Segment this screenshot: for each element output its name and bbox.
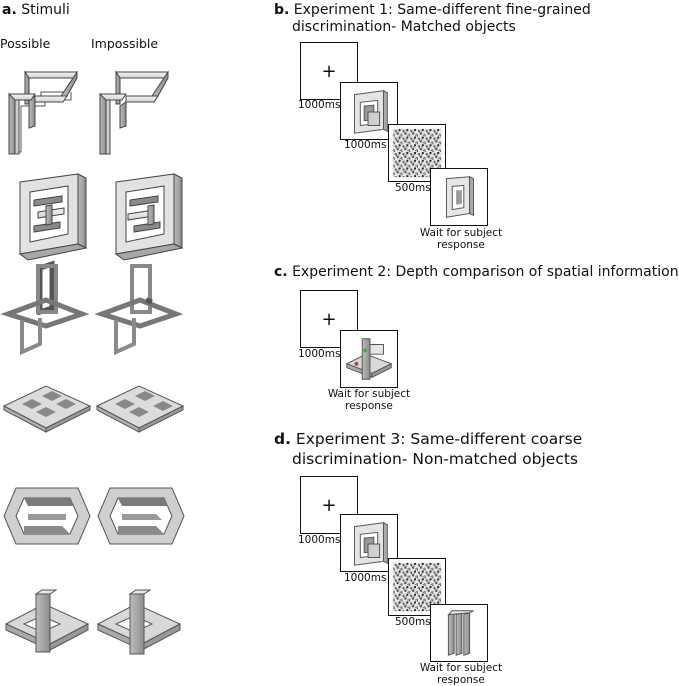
stimulus-possible-5 xyxy=(3,487,91,545)
stimulus-possible-2 xyxy=(18,173,88,261)
c-wait-label: Wait for subject response xyxy=(327,388,411,412)
stimulus-impossible-3 xyxy=(94,264,184,356)
c-stimulus-object xyxy=(345,338,393,380)
panel-c-title: c. Experiment 2: Depth comparison of spa… xyxy=(274,264,679,281)
b-time-3: 500ms xyxy=(395,182,431,194)
d-time-1: 1000ms xyxy=(298,534,341,546)
panel-d-title-line2: discrimination- Non-matched objects xyxy=(292,450,579,468)
panel-b-title-line1: Experiment 1: Same-different fine-graine… xyxy=(293,2,591,18)
panel-d-letter: d. xyxy=(274,430,291,448)
panel-c-letter: c. xyxy=(274,264,288,280)
d-time-3: 500ms xyxy=(395,616,431,628)
b-time-2: 1000ms xyxy=(344,139,387,151)
panel-b-letter: b. xyxy=(274,2,290,18)
stimulus-impossible-2 xyxy=(114,173,184,261)
panel-b-title: b. Experiment 1: Same-different fine-gra… xyxy=(274,2,591,19)
b-test-frame xyxy=(430,168,488,226)
c-stimulus-frame xyxy=(340,330,398,388)
panel-a-title-text: Stimuli xyxy=(21,2,70,18)
d-test-frame xyxy=(430,604,488,662)
stimulus-impossible-4 xyxy=(95,385,185,433)
red-marker-dot xyxy=(354,361,359,366)
stimulus-possible-6 xyxy=(4,589,90,653)
stimulus-impossible-5 xyxy=(97,487,185,545)
c-time-1: 1000ms xyxy=(298,348,341,360)
panel-b-title-line2: discrimination- Matched objects xyxy=(292,19,516,35)
b-stimulus-object xyxy=(354,89,388,134)
fixation-cross: + xyxy=(321,60,337,82)
b-wait-label: Wait for subject response xyxy=(419,227,503,251)
panel-d-title-line1: Experiment 3: Same-different coarse xyxy=(295,430,583,448)
col-impossible-label: Impossible xyxy=(91,36,159,51)
fixation-cross: + xyxy=(321,494,337,516)
stimulus-impossible-1 xyxy=(99,70,169,155)
b-time-1: 1000ms xyxy=(298,99,341,111)
d-time-2: 1000ms xyxy=(344,572,387,584)
d-wait-label: Wait for subject response xyxy=(419,662,503,686)
panel-c-title-text: Experiment 2: Depth comparison of spatia… xyxy=(292,264,679,280)
stimulus-possible-3 xyxy=(0,260,90,356)
panel-a-title: a. Stimuli xyxy=(2,2,70,19)
d-stimulus-object xyxy=(354,521,388,566)
b-fixation-frame: + xyxy=(300,42,358,100)
panel-d-title: d. Experiment 3: Same-different coarse xyxy=(274,430,582,449)
fixation-cross: + xyxy=(321,308,337,330)
stimulus-possible-4 xyxy=(2,385,92,433)
stimulus-possible-1 xyxy=(8,70,78,155)
col-possible-label: Possible xyxy=(0,36,51,51)
d-noise-mask xyxy=(392,562,442,612)
d-test-object xyxy=(447,610,474,656)
green-marker-dot xyxy=(363,348,368,353)
panel-a-letter: a. xyxy=(2,2,17,18)
stimulus-impossible-6 xyxy=(96,589,182,655)
b-test-object xyxy=(445,175,474,218)
